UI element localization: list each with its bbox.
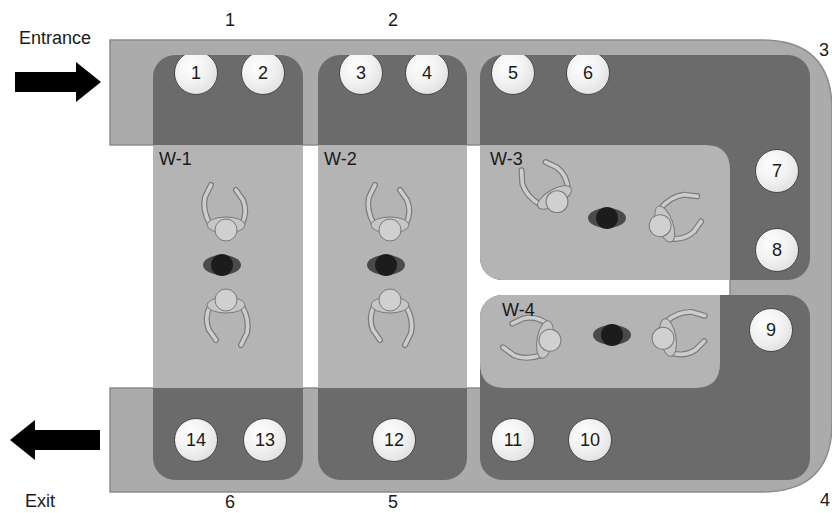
section-number: 1 xyxy=(225,11,235,29)
workstation-shape xyxy=(153,55,303,480)
section-number: 1 xyxy=(225,11,235,30)
worker-figure xyxy=(367,254,405,276)
station-number: 9 xyxy=(766,321,776,339)
station-number: 6 xyxy=(583,64,593,82)
section-number: 6 xyxy=(225,493,235,511)
section-number: 3 xyxy=(819,41,829,59)
station-number: 12 xyxy=(384,431,404,449)
worker-figure xyxy=(642,190,709,248)
station-circle: 7 xyxy=(755,149,799,193)
station-number: 4 xyxy=(422,64,432,82)
workstation-label: W-4 xyxy=(502,301,535,319)
flow-label: Entrance xyxy=(19,29,91,48)
section-number: 4 xyxy=(820,491,830,509)
station-number: 11 xyxy=(504,431,523,449)
worker-figure xyxy=(588,207,626,229)
section-number: 3 xyxy=(819,41,829,60)
section-number: 5 xyxy=(388,493,398,511)
station-number: 14 xyxy=(186,431,206,449)
section-number: 4 xyxy=(820,491,830,510)
station-circle: 12 xyxy=(372,418,416,462)
worker-figure xyxy=(593,324,631,346)
worker-figure xyxy=(648,309,710,359)
station-number: 2 xyxy=(258,64,268,82)
section-number: 2 xyxy=(388,11,398,30)
station-number: 10 xyxy=(580,431,600,449)
flow-label: Entrance xyxy=(19,29,91,47)
worker-figure xyxy=(368,185,409,241)
station-circle: 8 xyxy=(755,228,799,272)
conveyor-band xyxy=(110,40,832,492)
flow-label: Exit xyxy=(25,492,55,510)
flow-label: Exit xyxy=(25,492,55,511)
exit-arrow xyxy=(10,420,100,460)
workstation-region: W-4 9 10 11 xyxy=(480,295,810,480)
worker-figure xyxy=(516,153,580,222)
station-number: 1 xyxy=(191,64,201,82)
section-number: 2 xyxy=(388,11,398,29)
worker-figure xyxy=(371,289,412,345)
station-circle: 14 xyxy=(174,418,218,462)
worker-figure xyxy=(204,185,245,241)
station-circle: 13 xyxy=(243,418,287,462)
workstation-region: W-3 5 6 7 8 xyxy=(480,55,810,280)
workstation-shape xyxy=(318,55,467,480)
workstation-region: W-1121314 xyxy=(153,55,303,480)
workstation-region: W-2 3 4 12 xyxy=(318,55,467,480)
worker-figure xyxy=(203,254,241,276)
section-number: 5 xyxy=(388,493,398,512)
station-number: 7 xyxy=(772,162,782,180)
worker-figure xyxy=(207,289,248,345)
station-circle: 9 xyxy=(749,308,793,352)
workstation-label: W-1 xyxy=(159,150,192,168)
station-number: 8 xyxy=(772,241,782,259)
worker-figure xyxy=(502,314,564,364)
station-number: 5 xyxy=(508,64,518,82)
workstation-label: W-3 xyxy=(490,150,523,168)
station-number: 3 xyxy=(356,64,366,82)
workstation-label: W-2 xyxy=(324,150,357,168)
station-number: 13 xyxy=(255,431,275,449)
station-circle: 11 xyxy=(491,418,535,462)
section-number: 6 xyxy=(225,493,235,512)
entrance-arrow xyxy=(15,62,101,102)
station-circle: 10 xyxy=(568,418,612,462)
